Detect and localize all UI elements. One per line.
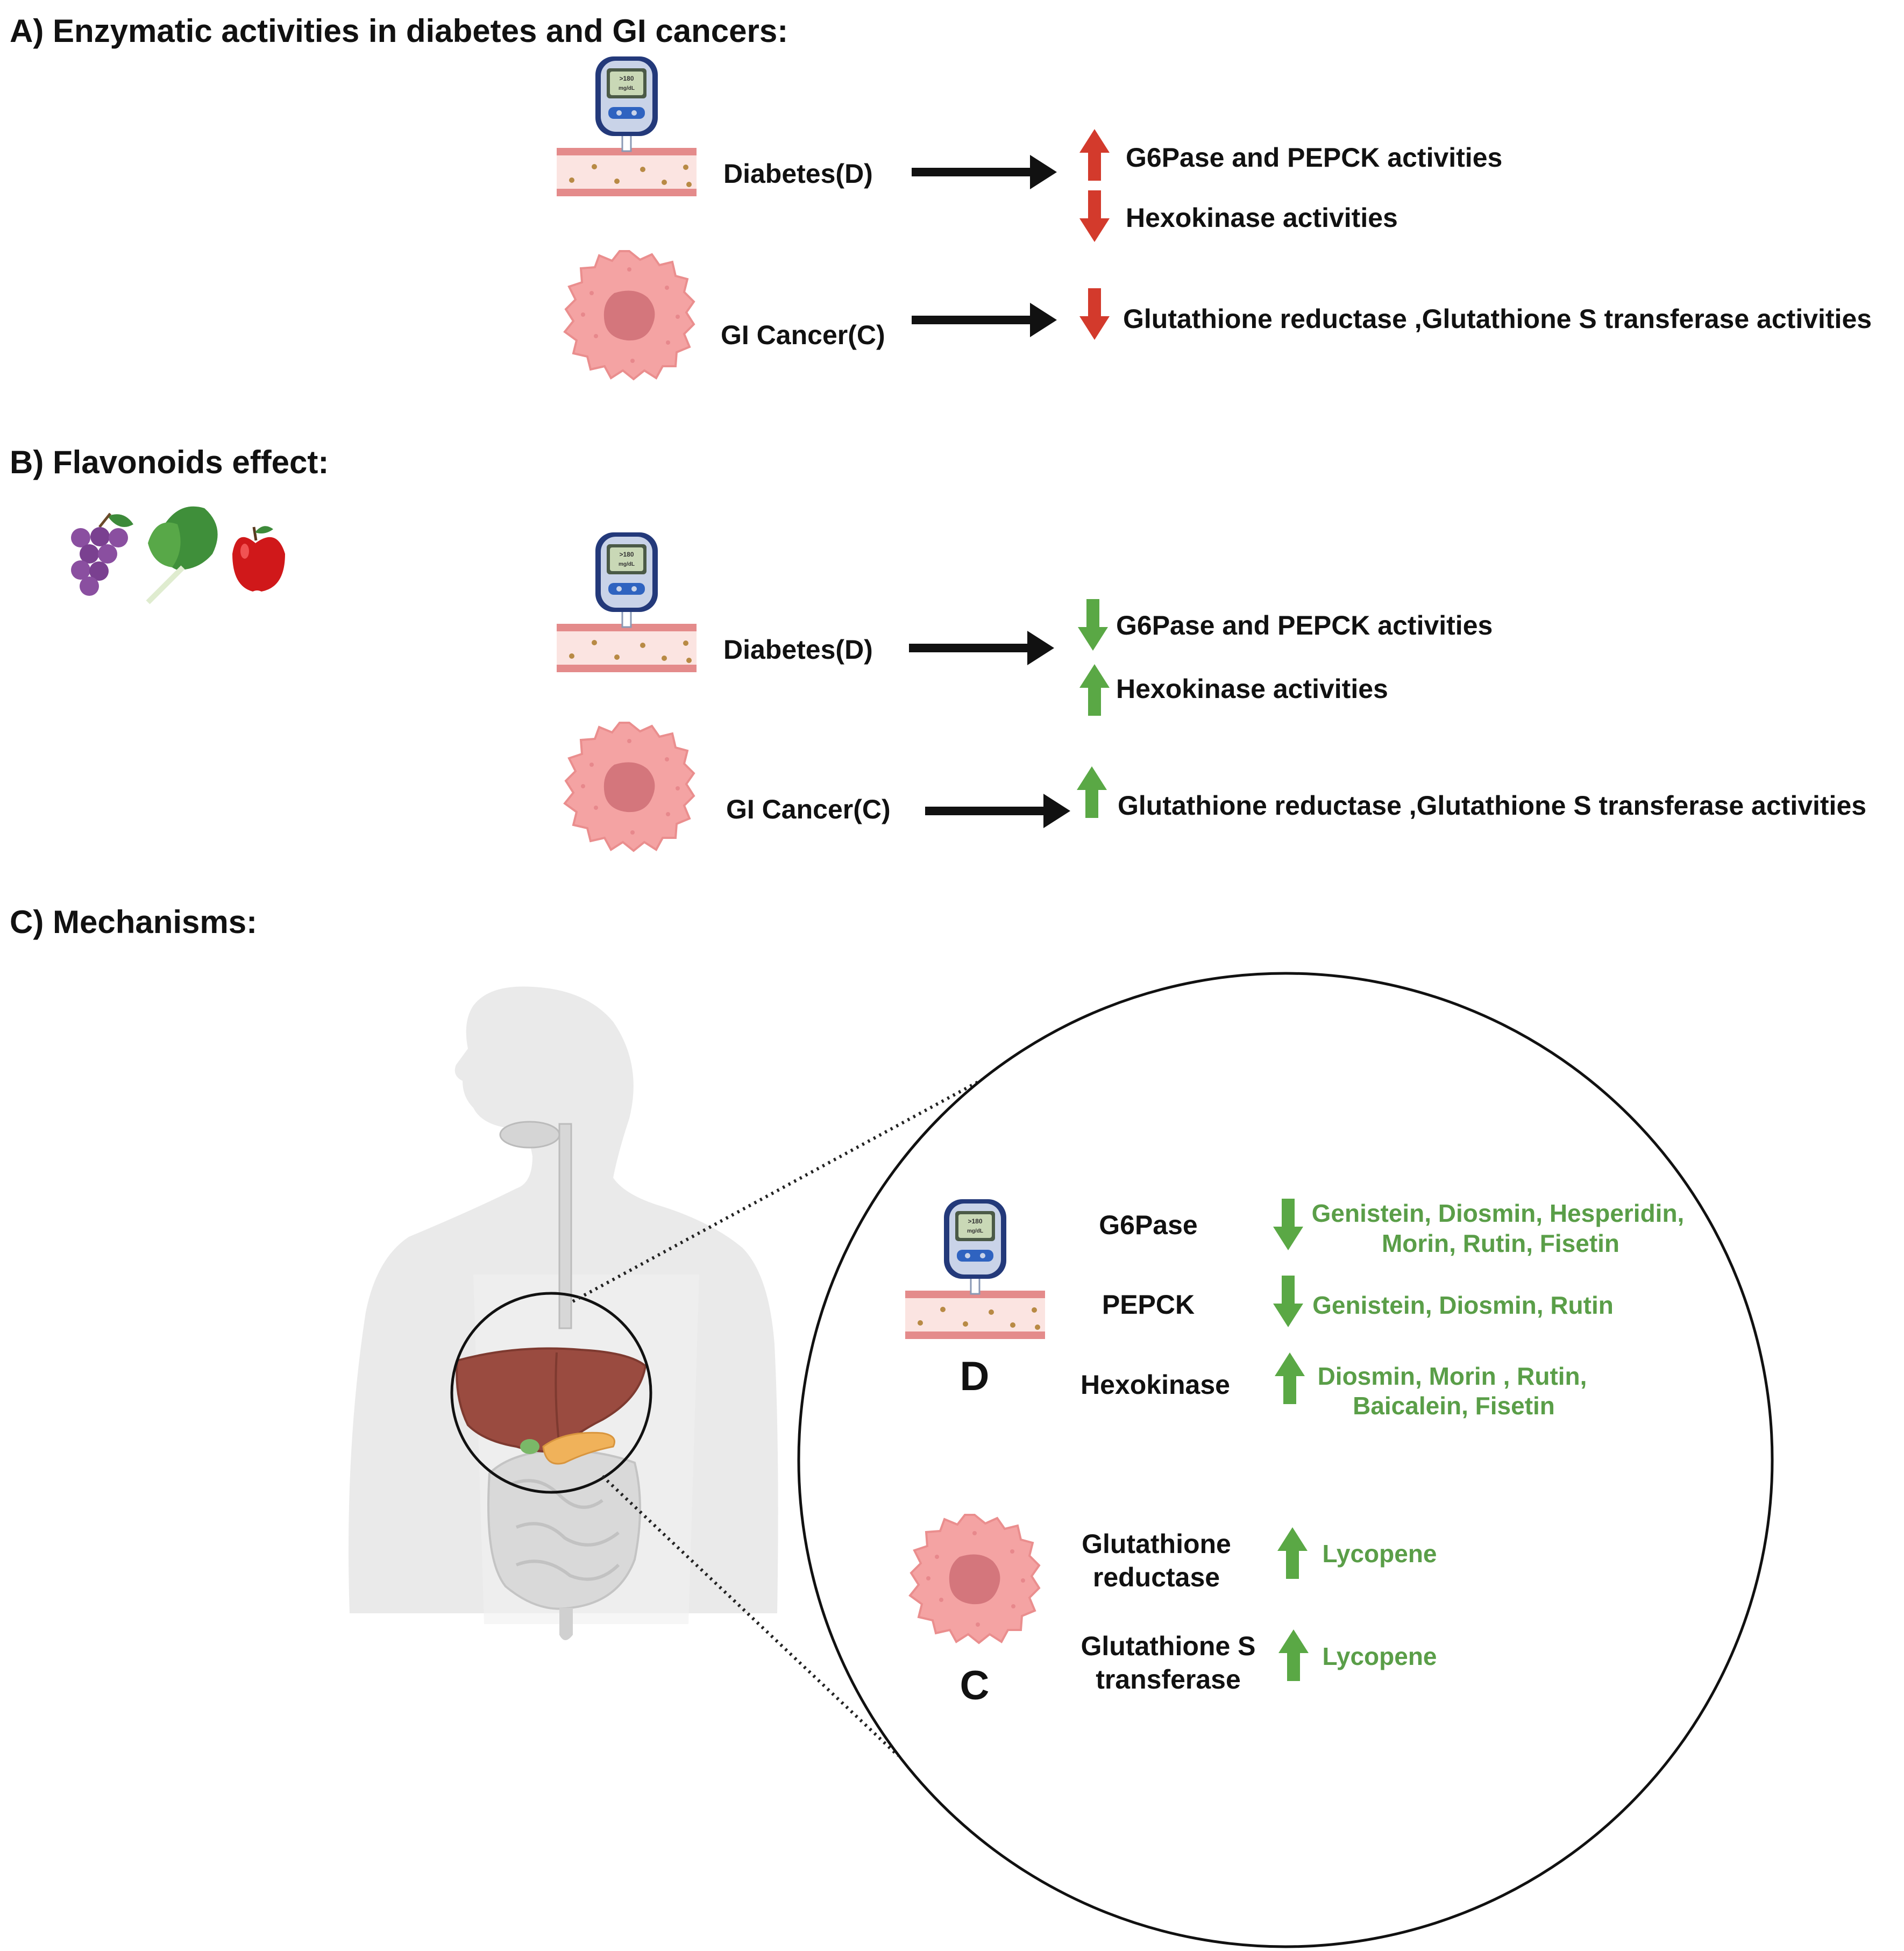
section-b-heading: B) Flavonoids effect: bbox=[10, 444, 329, 480]
enzyme-row-hexokinase: Hexokinase Diosmin, Morin , Rutin, Baica… bbox=[1081, 1352, 1587, 1420]
label-c: C bbox=[960, 1663, 990, 1708]
arrow-up-icon bbox=[1277, 1527, 1308, 1579]
arrow-down-icon bbox=[1079, 288, 1110, 340]
arrow-down-icon bbox=[1273, 1199, 1303, 1250]
glucometer-icon-b bbox=[556, 531, 698, 673]
liver-icon bbox=[456, 1347, 647, 1454]
arrow-down-icon bbox=[1078, 599, 1108, 651]
zoom-connector-top bbox=[572, 1055, 1026, 1303]
effect-b-3: Glutathione reductase ,Glutathione S tra… bbox=[1118, 791, 1866, 821]
cancer-cell-icon-b bbox=[564, 722, 695, 852]
zoom-source-circle bbox=[450, 1292, 652, 1494]
effect-a-1: G6Pase and PEPCK activities bbox=[1126, 143, 1502, 173]
spinach-icon bbox=[146, 506, 218, 604]
section-a-heading: A) Enzymatic activities in diabetes and … bbox=[10, 13, 788, 49]
effect-b-1: G6Pase and PEPCK activities bbox=[1116, 610, 1493, 640]
arrow-up-icon bbox=[1077, 766, 1107, 818]
zoom-detail-circle bbox=[797, 972, 1774, 1948]
cancer-label-b: GI Cancer(C) bbox=[726, 794, 891, 824]
compound-list: Morin, Rutin, Fisetin bbox=[1382, 1229, 1619, 1257]
human-body-icon bbox=[349, 986, 778, 1640]
enzyme-name: G6Pase bbox=[1099, 1210, 1197, 1240]
compound-list: Genistein, Diosmin, Hesperidin, bbox=[1312, 1199, 1685, 1227]
compound-list: Lycopene bbox=[1322, 1642, 1437, 1670]
enzyme-name: reductase bbox=[1093, 1562, 1220, 1592]
enzyme-name: Hexokinase bbox=[1081, 1370, 1230, 1400]
effect-a-2: Hexokinase activities bbox=[1126, 203, 1398, 233]
arrow-right-icon bbox=[912, 155, 1057, 189]
effect-a-3: Glutathione reductase ,Glutathione S tra… bbox=[1123, 304, 1872, 334]
enzyme-name: transferase bbox=[1096, 1664, 1241, 1694]
enzyme-row-pepck: PEPCK Genistein, Diosmin, Rutin bbox=[1102, 1276, 1614, 1327]
label-d: D bbox=[960, 1354, 990, 1399]
grapes-icon bbox=[71, 512, 133, 596]
arrow-right-icon bbox=[925, 794, 1070, 828]
arrow-right-icon bbox=[912, 303, 1057, 337]
diabetes-label-b: Diabetes(D) bbox=[723, 635, 873, 665]
arrow-right-icon bbox=[909, 631, 1054, 665]
arrow-up-icon bbox=[1278, 1629, 1309, 1681]
section-c-heading: C) Mechanisms: bbox=[10, 904, 257, 940]
cancer-label-a: GI Cancer(C) bbox=[721, 320, 885, 350]
cancer-cell-icon-a bbox=[564, 250, 695, 380]
enzyme-row-glutathione-s-transferase: Glutathione S transferase Lycopene bbox=[1081, 1629, 1437, 1694]
apple-icon bbox=[232, 526, 285, 592]
enzyme-row-glutathione-reductase: Glutathione reductase Lycopene bbox=[1082, 1527, 1437, 1592]
arrow-up-icon bbox=[1275, 1352, 1305, 1404]
arrow-up-icon bbox=[1079, 129, 1110, 181]
pancreas-icon bbox=[520, 1432, 615, 1465]
diabetes-label-a: Diabetes(D) bbox=[723, 159, 873, 189]
arrow-down-icon bbox=[1079, 190, 1110, 242]
compound-list: Baicalein, Fisetin bbox=[1353, 1392, 1555, 1420]
enzyme-name: Glutathione S bbox=[1081, 1631, 1256, 1661]
arrow-up-icon bbox=[1079, 664, 1110, 716]
enzyme-name: Glutathione bbox=[1082, 1529, 1231, 1559]
enzyme-row-g6pase: G6Pase Genistein, Diosmin, Hesperidin, M… bbox=[1099, 1199, 1684, 1257]
compound-list: Lycopene bbox=[1322, 1540, 1437, 1568]
arrow-down-icon bbox=[1273, 1276, 1303, 1327]
enzyme-name: PEPCK bbox=[1102, 1290, 1195, 1320]
effect-b-2: Hexokinase activities bbox=[1116, 674, 1388, 704]
glucometer-icon-a bbox=[556, 55, 698, 197]
compound-list: Genistein, Diosmin, Rutin bbox=[1312, 1291, 1614, 1319]
compound-list: Diosmin, Morin , Rutin, bbox=[1318, 1362, 1587, 1390]
